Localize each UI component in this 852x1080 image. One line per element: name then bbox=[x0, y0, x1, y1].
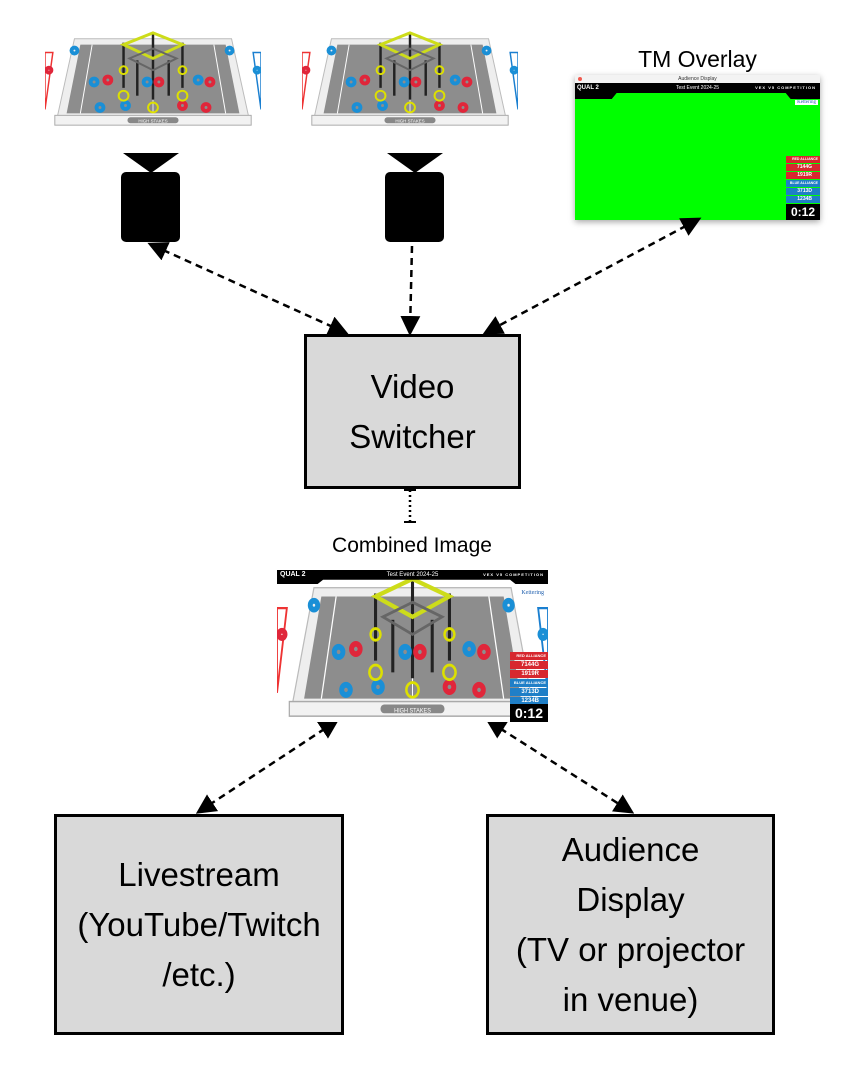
match-label: QUAL 2 bbox=[280, 571, 306, 578]
arrow-camera2-to-switcher bbox=[400, 245, 421, 336]
blue-alliance-label: BLUE ALLIANCE bbox=[786, 180, 820, 187]
audience-display-line-3: (TV or projector bbox=[515, 930, 746, 968]
livestream-line-3: /etc.) bbox=[162, 955, 236, 993]
window-titlebar: Audience Display bbox=[575, 75, 820, 83]
red-team-1: 7144G bbox=[786, 164, 820, 171]
field-banner: HIGH STAKES bbox=[138, 119, 167, 124]
blue-team-2: 1234B bbox=[510, 697, 548, 705]
blue-team-2: 1234B bbox=[786, 196, 820, 203]
video-switcher-line-1: Video bbox=[370, 367, 455, 405]
arrow-overlay-to-switcher bbox=[482, 217, 702, 335]
combined-image-label: Combined Image bbox=[332, 534, 492, 557]
tm-overlay-image: Audience Display QUAL 2 Test Event 2024-… bbox=[575, 75, 820, 220]
audience-display-line-2: Display bbox=[576, 880, 685, 918]
blue-team-1: 3713D bbox=[786, 188, 820, 195]
arrow-combined-to-livestream bbox=[195, 719, 340, 814]
video-switcher-line-2: Switcher bbox=[349, 417, 476, 455]
window-title: Audience Display bbox=[678, 76, 717, 82]
red-alliance-label: RED ALLIANCE bbox=[510, 652, 548, 660]
arrow-combined-to-audience bbox=[485, 719, 635, 814]
combined-image: HIGH STAKES QUAL 2 Test Event 2024-25 VE… bbox=[277, 570, 548, 722]
vex-logo: VEX V5 COMPETITION bbox=[483, 572, 544, 577]
audience-display-line-1: Audience bbox=[561, 830, 700, 868]
video-switcher-node: Video Switcher bbox=[304, 334, 521, 489]
blue-team-1: 3713D bbox=[510, 688, 548, 696]
sponsor-logo: Kettering bbox=[519, 590, 546, 596]
field-banner: HIGH STAKES bbox=[394, 708, 431, 714]
vex-logo: VEX V5 COMPETITION bbox=[755, 85, 816, 90]
sponsor-logo: Kettering bbox=[795, 100, 818, 105]
match-label: QUAL 2 bbox=[577, 85, 599, 91]
match-timer: 0:12 bbox=[510, 704, 548, 722]
arrow-camera1-to-switcher bbox=[147, 242, 349, 335]
audience-display-node: Audience Display (TV or projector in ven… bbox=[486, 814, 775, 1035]
audience-display-line-4: in venue) bbox=[562, 980, 699, 1018]
red-team-2: 1919R bbox=[510, 670, 548, 678]
event-title: Test Event 2024-25 bbox=[675, 85, 720, 91]
event-title: Test Event 2024-25 bbox=[386, 572, 439, 578]
red-alliance-label: RED ALLIANCE bbox=[786, 156, 820, 163]
livestream-node: Livestream (YouTube/Twitch /etc.) bbox=[54, 814, 344, 1035]
field-image-camera-2: HIGH STAKES bbox=[302, 30, 518, 128]
blue-alliance-label: BLUE ALLIANCE bbox=[510, 679, 548, 687]
field-image-camera-1: HIGH STAKES bbox=[45, 30, 261, 128]
livestream-line-1: Livestream bbox=[118, 855, 280, 893]
match-timer: 0:12 bbox=[786, 204, 820, 220]
tm-overlay-label: TM Overlay bbox=[638, 46, 757, 72]
field-banner: HIGH STAKES bbox=[395, 119, 424, 124]
livestream-line-2: (YouTube/Twitch bbox=[77, 905, 321, 943]
red-team-1: 7144G bbox=[510, 661, 548, 669]
red-team-2: 1919R bbox=[786, 172, 820, 179]
